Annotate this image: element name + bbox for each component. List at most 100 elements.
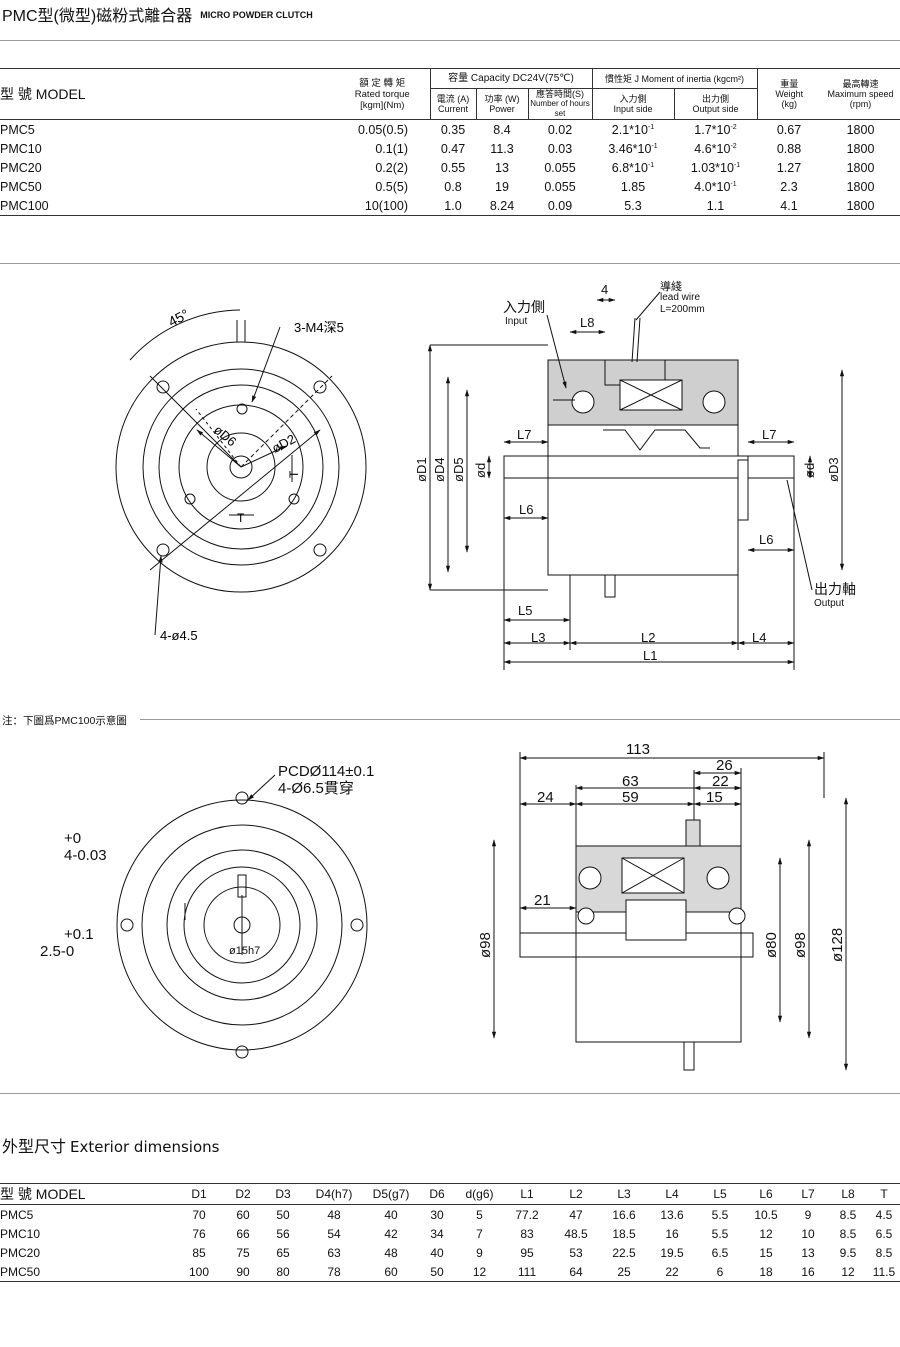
divider [0, 263, 900, 264]
spec-speed-cell: 1800 [846, 198, 875, 213]
dims-header-cell: D1 [191, 1187, 207, 1201]
l5-label: L5 [518, 603, 532, 618]
dims-cell: 40 [430, 1245, 444, 1260]
spec-output-cell: 1.1 [706, 198, 725, 213]
dims-cell: 6 [716, 1264, 724, 1279]
dims-cell: 42 [384, 1226, 398, 1241]
dims-header-cell: L4 [665, 1187, 679, 1201]
spec-torque-cell: 0.1(1) [375, 141, 408, 156]
dims-cell: 78 [327, 1264, 341, 1279]
capacity-header: 容量 Capacity DC24V(75℃) [429, 68, 592, 89]
dims-cell: 90 [236, 1264, 250, 1279]
spec-power-cell: 13 [495, 160, 509, 175]
spec-weight-cell: 0.88 [776, 141, 802, 156]
d5-label: øD5 [451, 457, 466, 482]
tol1-top-label: +0 [64, 830, 81, 847]
spec-output-cell: 4.0*10-1 [694, 179, 737, 194]
dims-cell: 5.5 [711, 1207, 729, 1222]
dims-cell: 19.5 [660, 1245, 684, 1260]
dims-cell: 12 [472, 1264, 487, 1279]
dims-cell: 54 [327, 1226, 341, 1241]
spec-current-cell: 1.0 [444, 198, 462, 213]
d80-label: ø80 [763, 932, 780, 958]
dims-cell: 70 [192, 1207, 206, 1222]
l3-label: L3 [531, 630, 545, 645]
spec-weight-cell: 0.67 [776, 122, 802, 137]
spec-weight-cell: 2.3 [780, 179, 798, 194]
side-view-1 [503, 317, 795, 598]
input-cn-label: 入力側 [503, 299, 545, 315]
dims-cell: 30 [430, 1207, 444, 1222]
dims-cell: 75 [236, 1245, 250, 1260]
spec-weight-cell: 4.1 [780, 198, 798, 213]
dims-header-cell: D2 [235, 1187, 251, 1201]
dims-cell: 40 [384, 1207, 398, 1222]
dims-cell: 9 [804, 1207, 812, 1222]
spec-torque-cell: 0.05(0.5) [357, 122, 408, 137]
spec-current-cell: 0.55 [440, 160, 466, 175]
dim63-label: 63 [622, 773, 639, 790]
spec-response-cell: 0.055 [544, 179, 576, 194]
dims-cell: 13 [801, 1245, 815, 1260]
dims-cell: PMC50 [0, 1264, 41, 1279]
dims-cell: 60 [384, 1264, 398, 1279]
dims-header-cell: D5(g7) [372, 1187, 410, 1201]
spec-output-cell: 1.7*10-2 [694, 122, 737, 137]
lead-len-label: L=200mm [660, 304, 705, 315]
dims-cell: 65 [276, 1245, 290, 1260]
spec-input-cell: 5.3 [624, 198, 642, 213]
inertia-header: 慣性矩 J Moment of inertia (kgcm²) [591, 68, 757, 89]
dims-cell: 22.5 [612, 1245, 636, 1260]
dims-header-cell: L3 [617, 1187, 631, 1201]
dims-cell: PMC5 [0, 1207, 34, 1222]
dim59-label: 59 [622, 789, 639, 806]
spec-current-cell: 0.35 [440, 122, 466, 137]
spec-model-cell: PMC100 [0, 198, 49, 213]
spec-power-cell: 8.4 [493, 122, 511, 137]
dims-cell: 18.5 [612, 1226, 636, 1241]
spec-power-cell: 19 [495, 179, 509, 194]
output-en-label: Output [814, 598, 844, 609]
spec-power-cell: 8.24 [489, 198, 515, 213]
dims-cell: 25 [617, 1264, 631, 1279]
divider [0, 40, 900, 41]
dims-cell: PMC20 [0, 1245, 41, 1260]
side-view-1-dims [427, 291, 845, 670]
l7-left-label: L7 [517, 427, 531, 442]
t-label: T [237, 511, 245, 525]
dims-cell: 15 [759, 1245, 773, 1260]
dims-cell: 66 [236, 1226, 250, 1241]
dims-cell: 6.5 [875, 1226, 893, 1241]
dims-cell: 56 [276, 1226, 290, 1241]
dim26-label: 26 [716, 757, 733, 774]
holes-label: 4-ø4.5 [160, 628, 198, 643]
dims-cell: 64 [569, 1264, 583, 1279]
l7-right-label: L7 [762, 427, 776, 442]
dims-header-cell: D3 [275, 1187, 291, 1201]
dims-cell: 12 [759, 1226, 773, 1241]
dims-header-cell: L8 [841, 1187, 855, 1201]
dims-cell: 111 [517, 1264, 537, 1279]
dim113-label: 113 [626, 741, 650, 758]
spec-speed-cell: 1800 [846, 122, 875, 137]
spec-response-cell: 0.055 [544, 160, 576, 175]
dim21-label: 21 [534, 892, 551, 909]
current-header: 電流 (A)Current [429, 88, 476, 120]
spec-output-cell: 1.03*10-1 [690, 160, 741, 175]
dims-header-cell: T [880, 1187, 888, 1201]
dims-cell: 16 [665, 1226, 679, 1241]
power-header: 功率 (W)Power [475, 88, 528, 120]
output-cn-label: 出力軸 [814, 581, 856, 597]
dims-cell: 13.6 [660, 1207, 684, 1222]
model-header: 型 號 MODEL [0, 86, 86, 102]
dims-cell: 10 [801, 1226, 815, 1241]
note-label: 注：下圖爲PMC100示意圖 [2, 715, 127, 727]
dim15-label: 15 [706, 789, 723, 806]
bore-label: ø15h7 [229, 945, 260, 957]
dims-cell: 10.5 [754, 1207, 778, 1222]
dim24-label: 24 [537, 789, 554, 806]
